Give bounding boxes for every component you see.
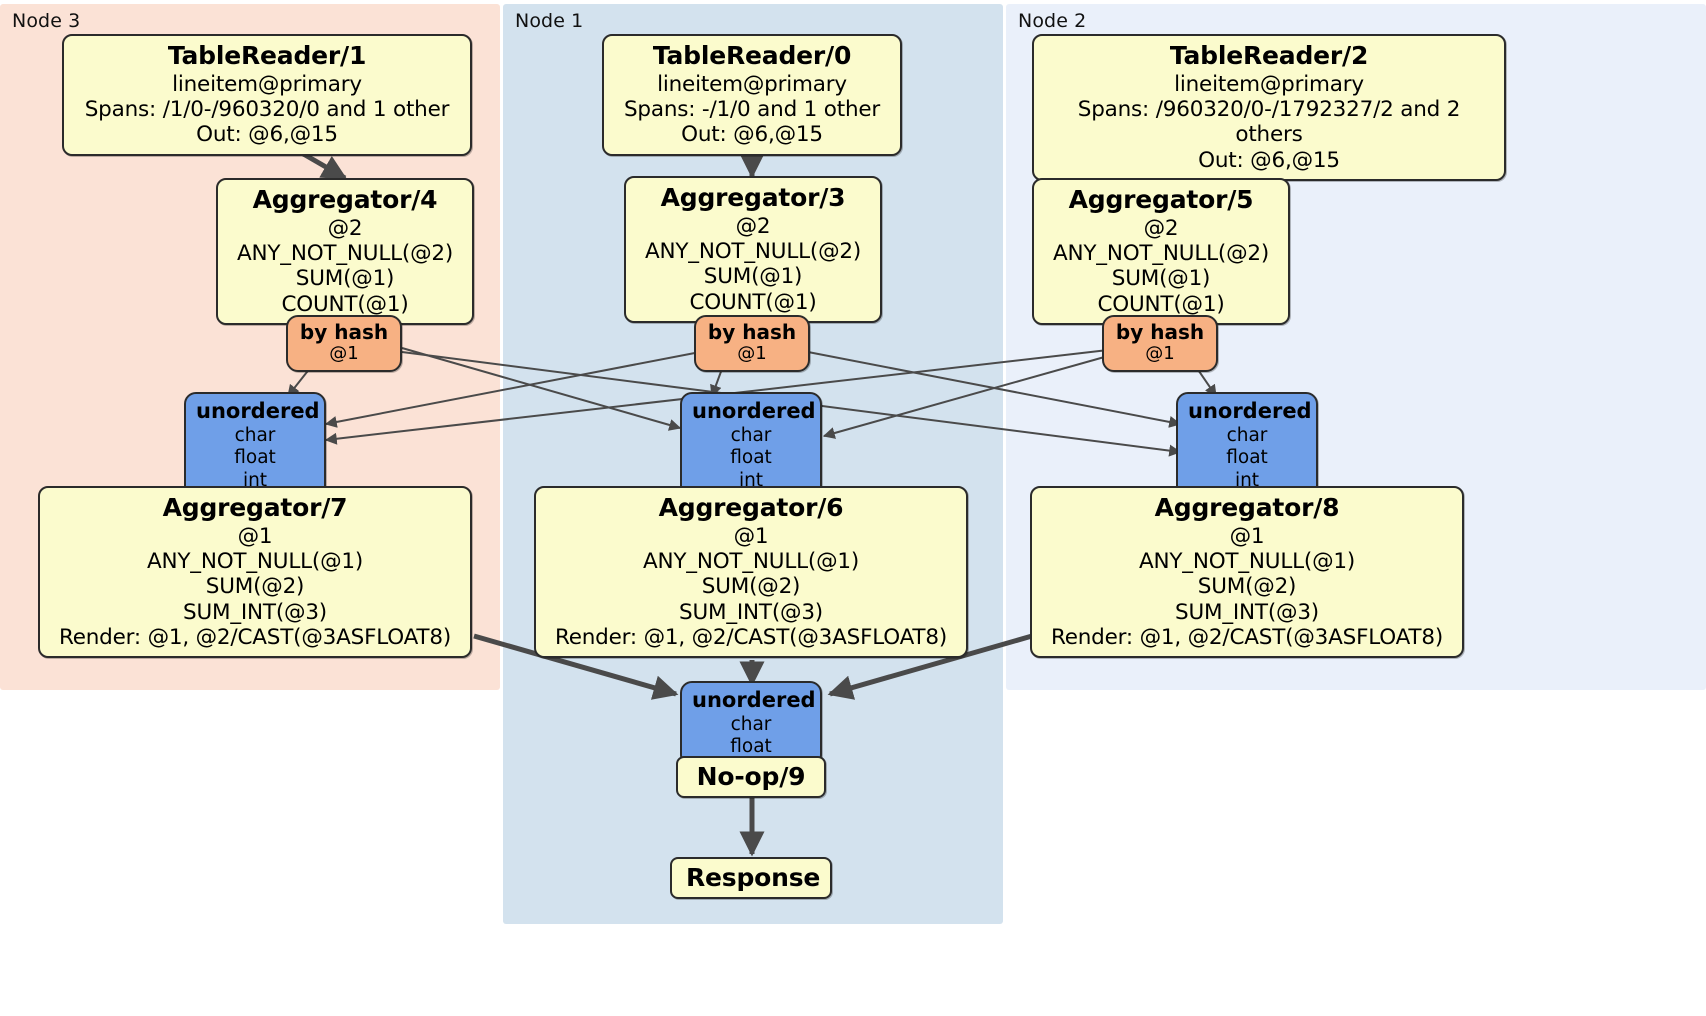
processor-line: ANY_NOT_NULL(@2) [236, 240, 454, 266]
processor-aggregator-5[interactable]: Aggregator/5 @2 ANY_NOT_NULL(@2) SUM(@1)… [1032, 178, 1290, 325]
processor-title: Aggregator/4 [252, 185, 438, 214]
processor-title: No-op/9 [696, 762, 806, 791]
processor-line: Render: @1, @2/CAST(@3ASFLOAT8) [1050, 624, 1444, 650]
processor-line: SUM(@1) [703, 264, 803, 290]
processor-no-op-9[interactable]: No-op/9 [676, 756, 826, 798]
processor-title: Aggregator/6 [658, 493, 844, 522]
processor-line: SUM(@2) [701, 574, 801, 600]
router-by-hash-aggregator-5[interactable]: by hash @1 [1102, 315, 1218, 372]
processor-aggregator-3[interactable]: Aggregator/3 @2 ANY_NOT_NULL(@2) SUM(@1)… [624, 176, 882, 323]
node-panel-label-node2: Node 2 [1018, 10, 1087, 32]
synchronizer-line: float [730, 736, 772, 758]
router-title: by hash [1115, 320, 1205, 344]
synchronizer-unordered-aggregator-7[interactable]: unordered char float int [184, 392, 326, 500]
processor-title: Aggregator/3 [660, 183, 846, 212]
router-by-hash-aggregator-4[interactable]: by hash @1 [286, 315, 402, 372]
processor-line: lineitem@primary [172, 71, 362, 97]
router-line: @1 [1145, 343, 1175, 364]
processor-line: SUM(@2) [205, 574, 305, 600]
processor-line: Out: @6,@15 [681, 122, 823, 148]
processor-line: lineitem@primary [657, 71, 847, 97]
processor-table-reader-2[interactable]: TableReader/2 lineitem@primary Spans: /9… [1032, 34, 1506, 181]
router-by-hash-aggregator-3[interactable]: by hash @1 [694, 315, 810, 372]
processor-line: COUNT(@1) [1097, 291, 1225, 317]
synchronizer-line: char [234, 425, 276, 447]
processor-line: @2 [735, 213, 771, 239]
node-panel-label-node3: Node 3 [12, 10, 81, 32]
processor-line: @2 [327, 215, 363, 241]
processor-line: Spans: /960320/0-/1792327/2 and 2 others [1077, 96, 1461, 148]
processor-line: ANY_NOT_NULL(@1) [146, 548, 364, 574]
synchronizer-title: unordered [1188, 399, 1312, 423]
processor-title: TableReader/0 [652, 41, 852, 70]
processor-line: ANY_NOT_NULL(@1) [642, 548, 860, 574]
processor-line: COUNT(@1) [689, 289, 817, 315]
processor-line: @1 [733, 523, 769, 549]
processor-table-reader-1[interactable]: TableReader/1 lineitem@primary Spans: /1… [62, 34, 472, 156]
processor-title: Response [686, 863, 821, 892]
processor-aggregator-4[interactable]: Aggregator/4 @2 ANY_NOT_NULL(@2) SUM(@1)… [216, 178, 474, 325]
processor-line: SUM_INT(@3) [679, 599, 823, 625]
processor-line: SUM(@2) [1197, 574, 1297, 600]
synchronizer-line: float [234, 447, 276, 469]
synchronizer-line: char [1226, 425, 1268, 447]
router-title: by hash [299, 320, 389, 344]
synchronizer-unordered-aggregator-6[interactable]: unordered char float int [680, 392, 822, 500]
router-line: @1 [329, 343, 359, 364]
processor-aggregator-6[interactable]: Aggregator/6 @1 ANY_NOT_NULL(@1) SUM(@2)… [534, 486, 968, 659]
processor-response[interactable]: Response [670, 857, 832, 899]
processor-line: @2 [1143, 215, 1179, 241]
processor-line: @1 [1229, 523, 1265, 549]
synchronizer-line: char [730, 425, 772, 447]
processor-title: Aggregator/5 [1068, 185, 1254, 214]
processor-line: SUM_INT(@3) [1175, 599, 1319, 625]
processor-line: SUM_INT(@3) [183, 599, 327, 625]
processor-line: Spans: -/1/0 and 1 other [623, 96, 881, 122]
synchronizer-line: int [738, 469, 764, 491]
processor-title: TableReader/1 [167, 41, 367, 70]
processor-title: Aggregator/8 [1154, 493, 1340, 522]
synchronizer-title: unordered [196, 399, 320, 423]
synchronizer-line: int [242, 469, 268, 491]
synchronizer-title: unordered [692, 399, 816, 423]
processor-title: TableReader/2 [1169, 41, 1369, 70]
processor-line: @1 [237, 523, 273, 549]
processor-line: Render: @1, @2/CAST(@3ASFLOAT8) [58, 624, 452, 650]
node-panel-label-node1: Node 1 [515, 10, 584, 32]
processor-line: Out: @6,@15 [1198, 147, 1340, 173]
processor-line: ANY_NOT_NULL(@2) [644, 238, 862, 264]
processor-line: ANY_NOT_NULL(@1) [1138, 548, 1356, 574]
processor-table-reader-0[interactable]: TableReader/0 lineitem@primary Spans: -/… [602, 34, 902, 156]
synchronizer-line: float [730, 447, 772, 469]
synchronizer-unordered-aggregator-8[interactable]: unordered char float int [1176, 392, 1318, 500]
processor-aggregator-7[interactable]: Aggregator/7 @1 ANY_NOT_NULL(@1) SUM(@2)… [38, 486, 472, 659]
processor-line: Out: @6,@15 [196, 122, 338, 148]
processor-line: Spans: /1/0-/960320/0 and 1 other [84, 96, 450, 122]
processor-line: SUM(@1) [295, 266, 395, 292]
synchronizer-line: char [730, 714, 772, 736]
processor-line: lineitem@primary [1174, 71, 1364, 97]
synchronizer-title: unordered [692, 688, 816, 712]
processor-line: COUNT(@1) [281, 291, 409, 317]
synchronizer-unordered-final[interactable]: unordered char float [680, 681, 822, 767]
processor-aggregator-8[interactable]: Aggregator/8 @1 ANY_NOT_NULL(@1) SUM(@2)… [1030, 486, 1464, 659]
router-title: by hash [707, 320, 797, 344]
router-line: @1 [737, 343, 767, 364]
processor-title: Aggregator/7 [162, 493, 348, 522]
processor-line: ANY_NOT_NULL(@2) [1052, 240, 1270, 266]
synchronizer-line: float [1226, 447, 1268, 469]
processor-line: Render: @1, @2/CAST(@3ASFLOAT8) [554, 624, 948, 650]
processor-line: SUM(@1) [1111, 266, 1211, 292]
synchronizer-line: int [1234, 469, 1260, 491]
